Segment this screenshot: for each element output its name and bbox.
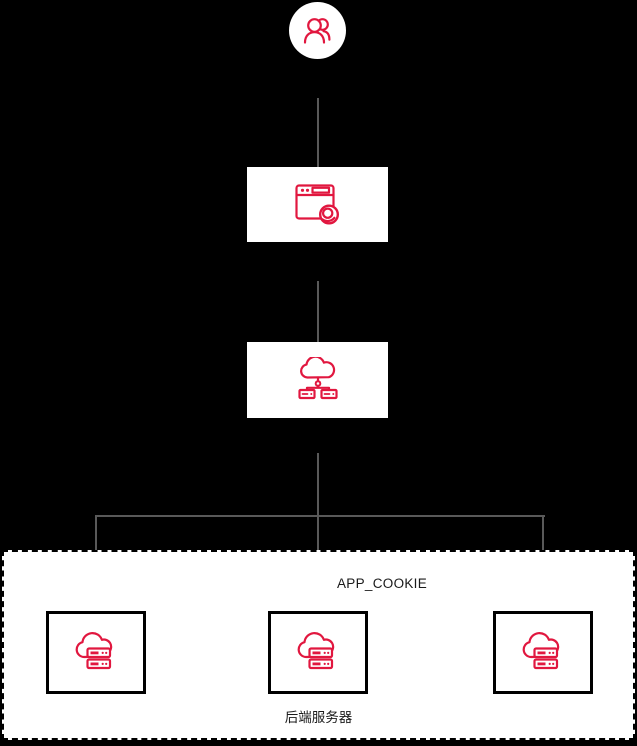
browser-node	[247, 167, 388, 242]
backend-server-3	[493, 611, 593, 694]
cloud-network-icon	[297, 357, 338, 400]
connector-users-browser	[317, 98, 319, 167]
backend-server-2	[268, 611, 368, 694]
backend-server-1	[46, 611, 146, 694]
load-balancer-node	[247, 342, 388, 418]
connector-browser-loadbalancer	[317, 281, 319, 342]
backend-group-container: APP_COOKIE	[2, 550, 635, 740]
backend-group-label: 后端服务器	[284, 710, 353, 725]
cloud-server-icon	[75, 631, 113, 669]
browser-icon	[294, 183, 339, 225]
cloud-server-icon	[522, 631, 560, 669]
users-icon	[303, 17, 330, 44]
connector-bus-line	[95, 515, 545, 517]
users-node	[289, 2, 346, 59]
backend-policy-label: APP_COOKIE	[337, 576, 428, 591]
connector-loadbalancer-bus	[317, 453, 319, 516]
cloud-server-icon	[297, 631, 335, 669]
